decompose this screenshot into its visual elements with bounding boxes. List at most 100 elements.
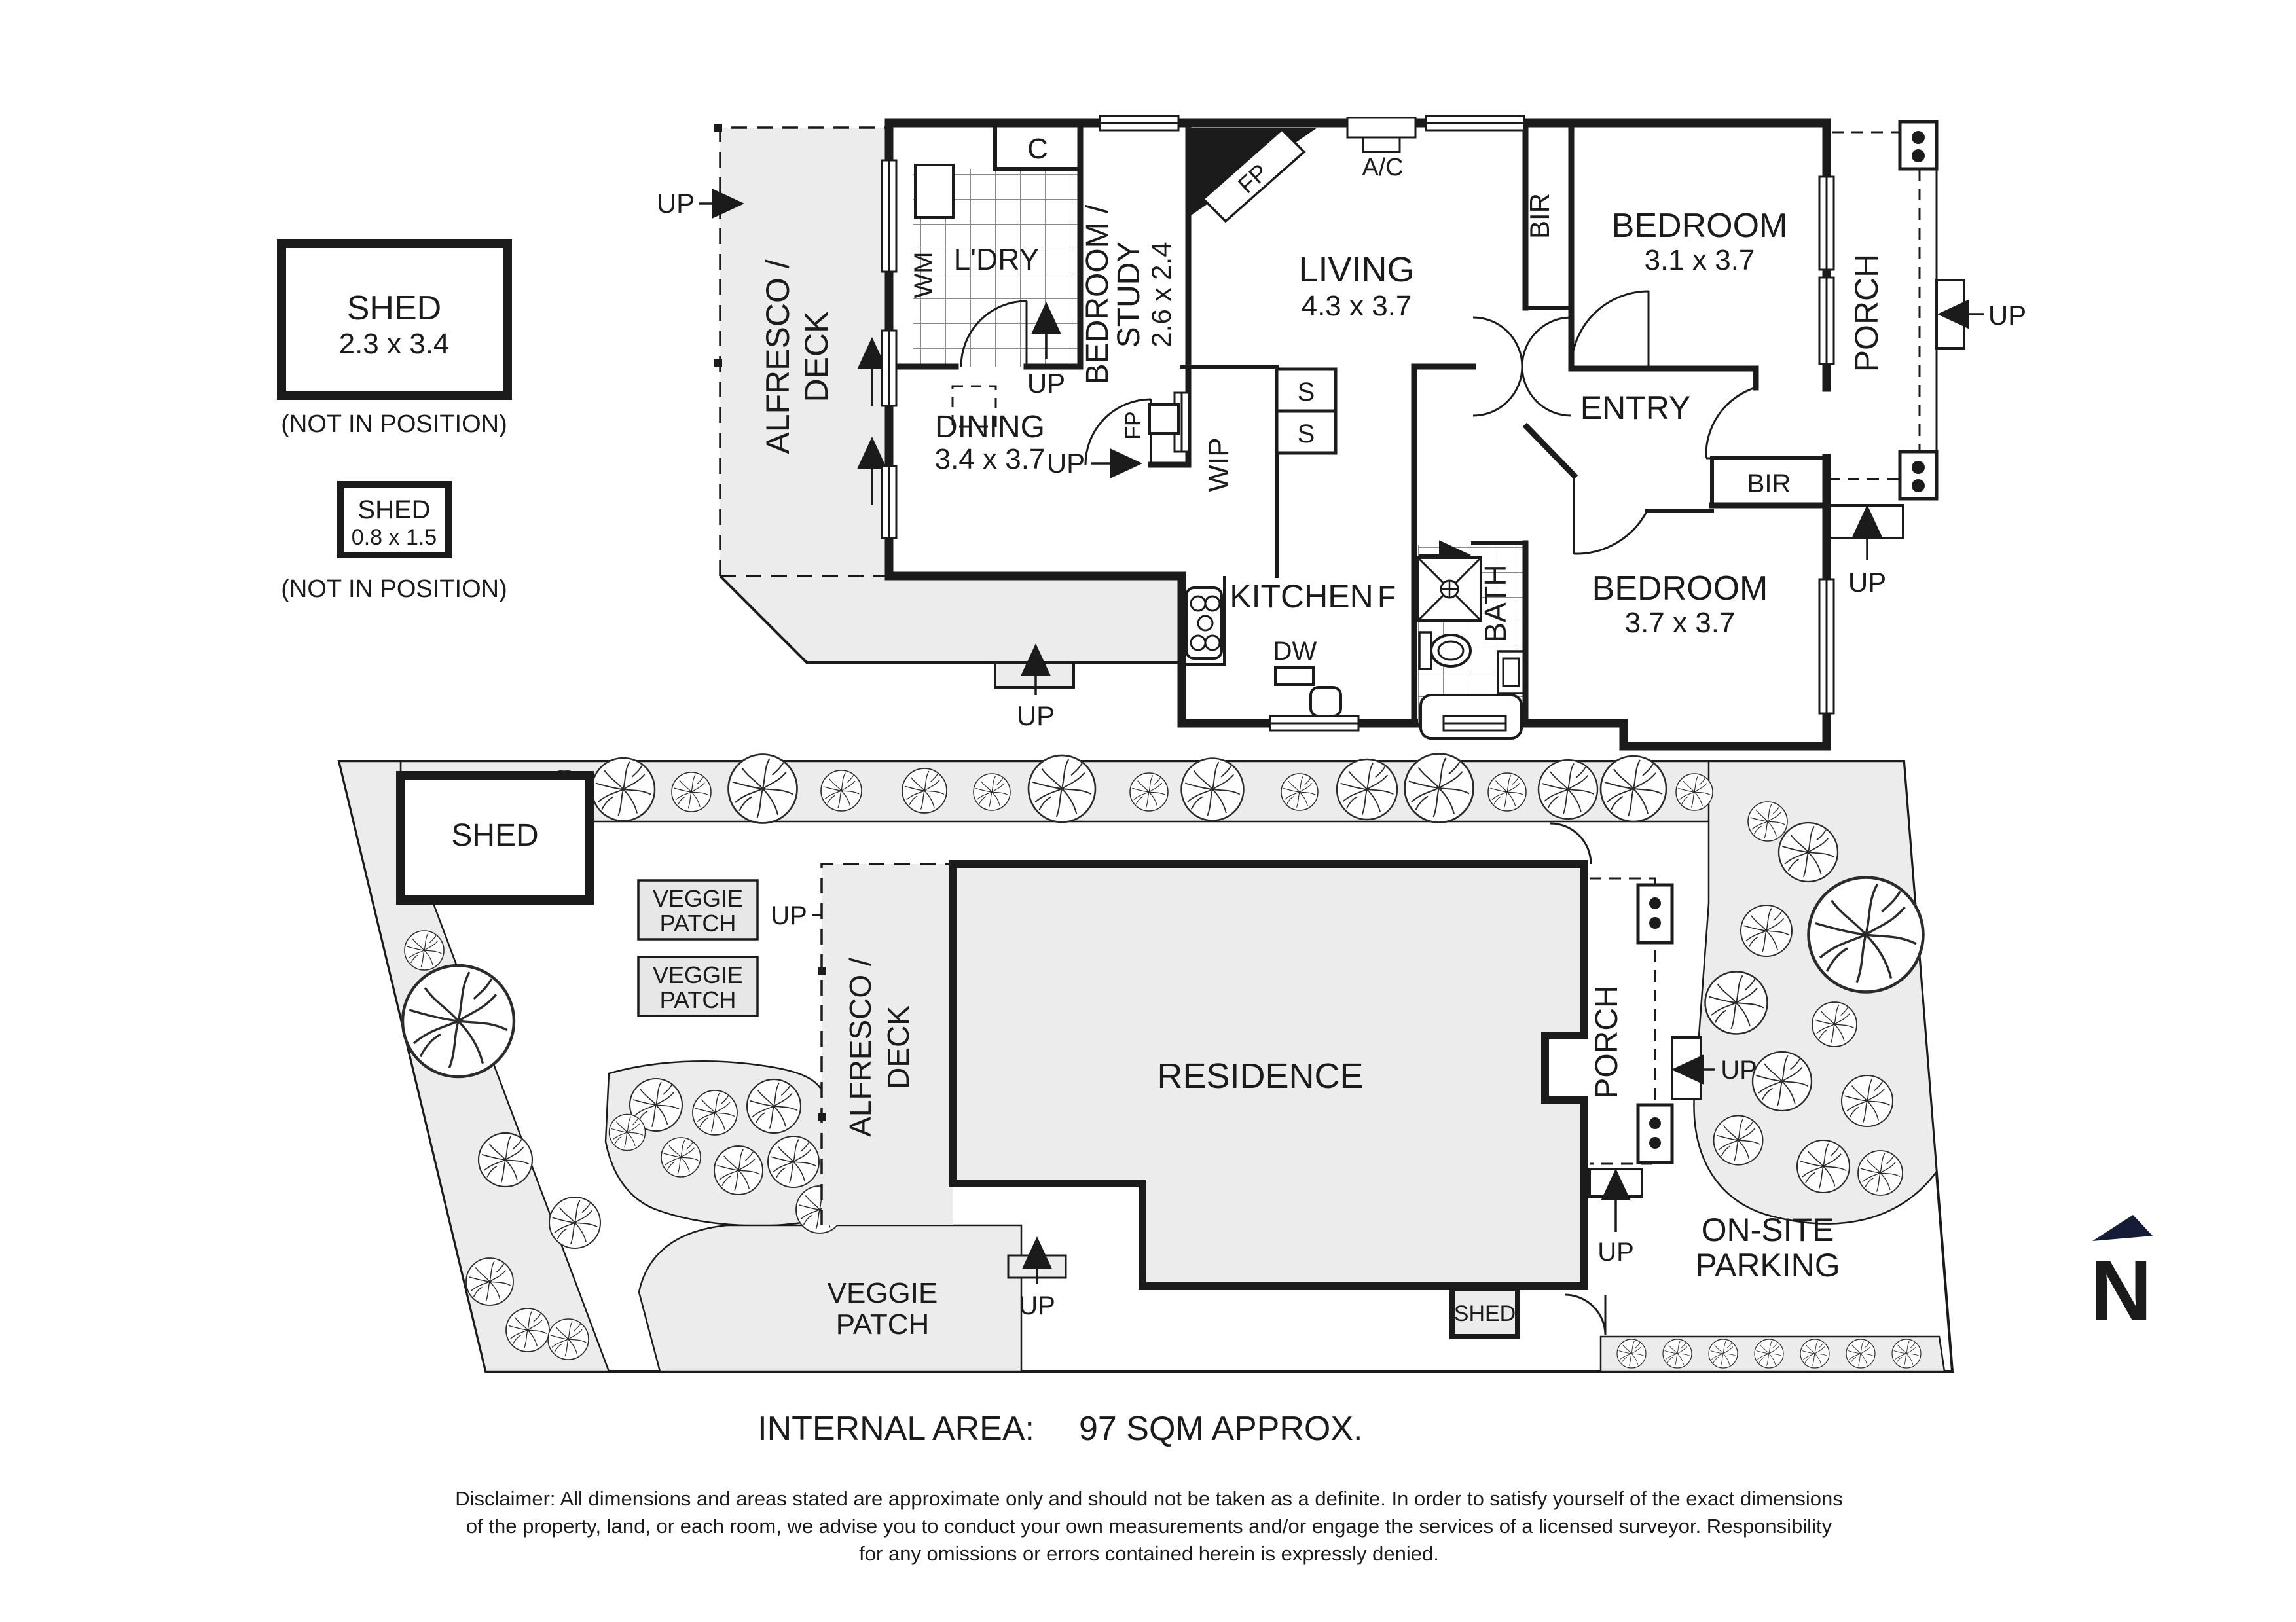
shelf-label: S <box>1298 378 1315 406</box>
bath-label: BATH <box>1478 564 1512 642</box>
north-arrow: N <box>2090 1215 2153 1338</box>
living-dims: 4.3 x 3.7 <box>1302 290 1412 322</box>
window-icon <box>1442 715 1507 732</box>
north-label: N <box>2090 1242 2152 1338</box>
site-deck-step: UP <box>1007 1236 1067 1320</box>
bedroom1-label: BEDROOM <box>1612 207 1788 245</box>
ac-label: A/C <box>1362 154 1403 181</box>
wm-label: WM <box>909 251 938 298</box>
porch-label: PORCH <box>1848 254 1885 372</box>
legend-shed-large: SHED 2.3 x 3.4 (NOT IN POSITION) <box>277 239 512 438</box>
up-label: UP <box>1848 567 1886 598</box>
dining-fp-label: FP <box>1121 411 1146 439</box>
dishwasher-icon <box>1274 666 1315 686</box>
up-label: UP <box>771 901 807 930</box>
window-icon <box>1269 715 1360 732</box>
alfresco-label-1: ALFRESCO / <box>759 259 796 454</box>
site-veggie-label-2: PATCH <box>836 1308 930 1341</box>
disclaimer-line2: of the property, land, or each room, we … <box>466 1515 1832 1538</box>
bir-top: BIR <box>1523 120 1575 372</box>
bedroom2: BEDROOM 3.7 x 3.7 <box>1522 475 1768 727</box>
dining-room: DINING 3.4 x 3.7 FP <box>935 385 1180 475</box>
legend-shed1-dims: 2.3 x 3.4 <box>339 328 450 360</box>
residence-label: RESIDENCE <box>1157 1056 1363 1096</box>
legend-shed2-note: (NOT IN POSITION) <box>281 575 507 603</box>
up-label: UP <box>1721 1056 1757 1085</box>
dining-fp-icon <box>1148 403 1180 435</box>
study-dims: 2.6 x 2.4 <box>1146 242 1176 347</box>
vanity-icon <box>1497 650 1525 694</box>
dining-label: DINING <box>935 410 1045 444</box>
up-hall-horizontal: UP <box>1047 448 1142 478</box>
dw-label: DW <box>1273 637 1317 666</box>
window-icon <box>881 159 898 273</box>
legend-shed2-label: SHED <box>357 496 430 524</box>
veggie-label: PATCH <box>660 986 737 1013</box>
up-alfresco: UP <box>657 188 744 219</box>
up-label: UP <box>1027 368 1065 399</box>
legend-shed2-dims: 0.8 x 1.5 <box>352 525 437 550</box>
up-label: UP <box>1988 300 2026 331</box>
site-shed-small-label: SHED <box>1454 1301 1516 1326</box>
living-room: FP A/C LIVING 4.3 x 3.7 <box>1188 117 1529 727</box>
site-shed-label: SHED <box>451 818 538 853</box>
entry-label: ENTRY <box>1580 389 1691 426</box>
site-shed-small: SHED <box>1449 1286 1520 1339</box>
bir-label: BIR <box>1747 469 1791 498</box>
up-label: UP <box>1047 448 1085 478</box>
site-shed: SHED <box>396 771 594 905</box>
veggie-label: PATCH <box>660 910 737 937</box>
toilet-icon <box>1418 631 1472 670</box>
disclaimer-line1: Disclaimer: All dimensions and areas sta… <box>455 1487 1843 1510</box>
veggie-patch-box-1: VEGGIE PATCH <box>637 879 759 941</box>
alfresco-label-2: DECK <box>798 312 835 403</box>
ac-unit-icon2 <box>1362 136 1401 153</box>
site-alfresco-label-2: DECK <box>881 1005 915 1089</box>
bedroom1: BEDROOM 3.1 x 3.7 <box>1570 207 1788 369</box>
site-residence: RESIDENCE <box>949 822 1592 1290</box>
up-label: UP <box>1597 1238 1634 1267</box>
disclaimer-line3: for any omissions or errors contained he… <box>859 1542 1439 1565</box>
up-hall-vertical: UP <box>1027 302 1065 399</box>
parking-label-1: ON-SITE <box>1702 1212 1834 1248</box>
up-label: UP <box>657 188 695 219</box>
living-label: LIVING <box>1298 250 1414 289</box>
fridge-label: F <box>1377 580 1396 614</box>
ac-unit-icon <box>1346 117 1417 139</box>
bathroom: BATH <box>1417 540 1527 740</box>
window-icon <box>1425 115 1525 132</box>
veggie-label: VEGGIE <box>653 962 743 988</box>
window-icon <box>1818 175 1835 271</box>
legend-shed1-note: (NOT IN POSITION) <box>281 410 507 438</box>
closet-label: C <box>1027 133 1048 165</box>
bedroom1-dims: 3.1 x 3.7 <box>1645 244 1755 276</box>
bir-label: BIR <box>1524 193 1555 239</box>
window-icon <box>1099 115 1180 132</box>
legend-shed1-label: SHED <box>347 289 441 327</box>
bedroom2-label: BEDROOM <box>1592 569 1768 607</box>
bedroom2-dims: 3.7 x 3.7 <box>1625 607 1736 639</box>
dining-dims: 3.4 x 3.7 <box>935 443 1046 475</box>
site-plan: SHED VEGGIE PATCH VEGGIE PATCH UP ALFRES… <box>337 753 1954 1373</box>
double-door-icon <box>1472 316 1572 417</box>
window-icon <box>881 329 898 407</box>
site-alfresco: ALFRESCO / DECK <box>818 863 953 1225</box>
alfresco-deck: ALFRESCO / DECK UP <box>714 124 1182 731</box>
study-label-1: BEDROOM / <box>1080 204 1115 384</box>
up-label: UP <box>1019 1291 1055 1320</box>
internal-area-value: 97 SQM APPROX. <box>1079 1410 1363 1448</box>
site-alfresco-label-1: ALFRESCO / <box>843 958 877 1137</box>
site-porch: PORCH UP UP <box>1588 877 1757 1267</box>
window-icon <box>1818 578 1835 715</box>
porch-floorplan: PORCH UP UP <box>1828 120 2026 598</box>
shower-icon <box>1417 556 1482 622</box>
site-porch-label: PORCH <box>1590 985 1624 1098</box>
study-label-2: STUDY <box>1112 242 1146 348</box>
ldry-label: L'DRY <box>954 242 1040 276</box>
up-label: UP <box>1017 700 1055 731</box>
shelf-label: S <box>1298 420 1315 448</box>
laundry: C WM L'DRY <box>886 120 1084 370</box>
window-icon <box>1818 276 1835 365</box>
